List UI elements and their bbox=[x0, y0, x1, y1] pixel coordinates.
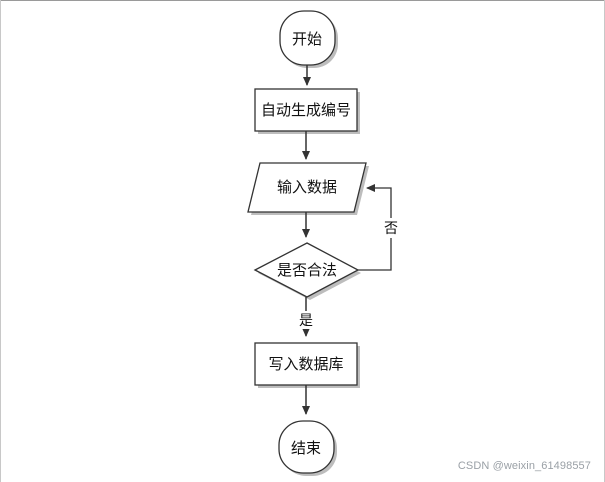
edge-no-label: 否 bbox=[384, 221, 398, 237]
valid-check-label: 是否合法 bbox=[277, 261, 337, 279]
page-top-border bbox=[0, 0, 605, 1]
write-db-label: 写入数据库 bbox=[268, 355, 343, 373]
generate-id-node: 自动生成编号 bbox=[254, 88, 360, 134]
input-data-label: 输入数据 bbox=[277, 178, 337, 196]
start-node: 开始 bbox=[279, 10, 338, 68]
input-data-node: 输入数据 bbox=[247, 162, 369, 215]
generate-id-label: 自动生成编号 bbox=[261, 101, 351, 119]
start-label: 开始 bbox=[292, 30, 322, 48]
end-label: 结束 bbox=[291, 439, 321, 457]
write-db-node: 写入数据库 bbox=[254, 342, 360, 388]
valid-check-node: 是否合法 bbox=[253, 242, 361, 300]
edge-yes-label: 是 bbox=[299, 313, 313, 329]
end-node: 结束 bbox=[278, 420, 337, 476]
watermark-text: CSDN @weixin_61498557 bbox=[457, 460, 591, 472]
no-label-bg bbox=[382, 218, 400, 238]
page-left-border bbox=[0, 0, 1, 482]
yes-label-bg bbox=[297, 311, 315, 329]
